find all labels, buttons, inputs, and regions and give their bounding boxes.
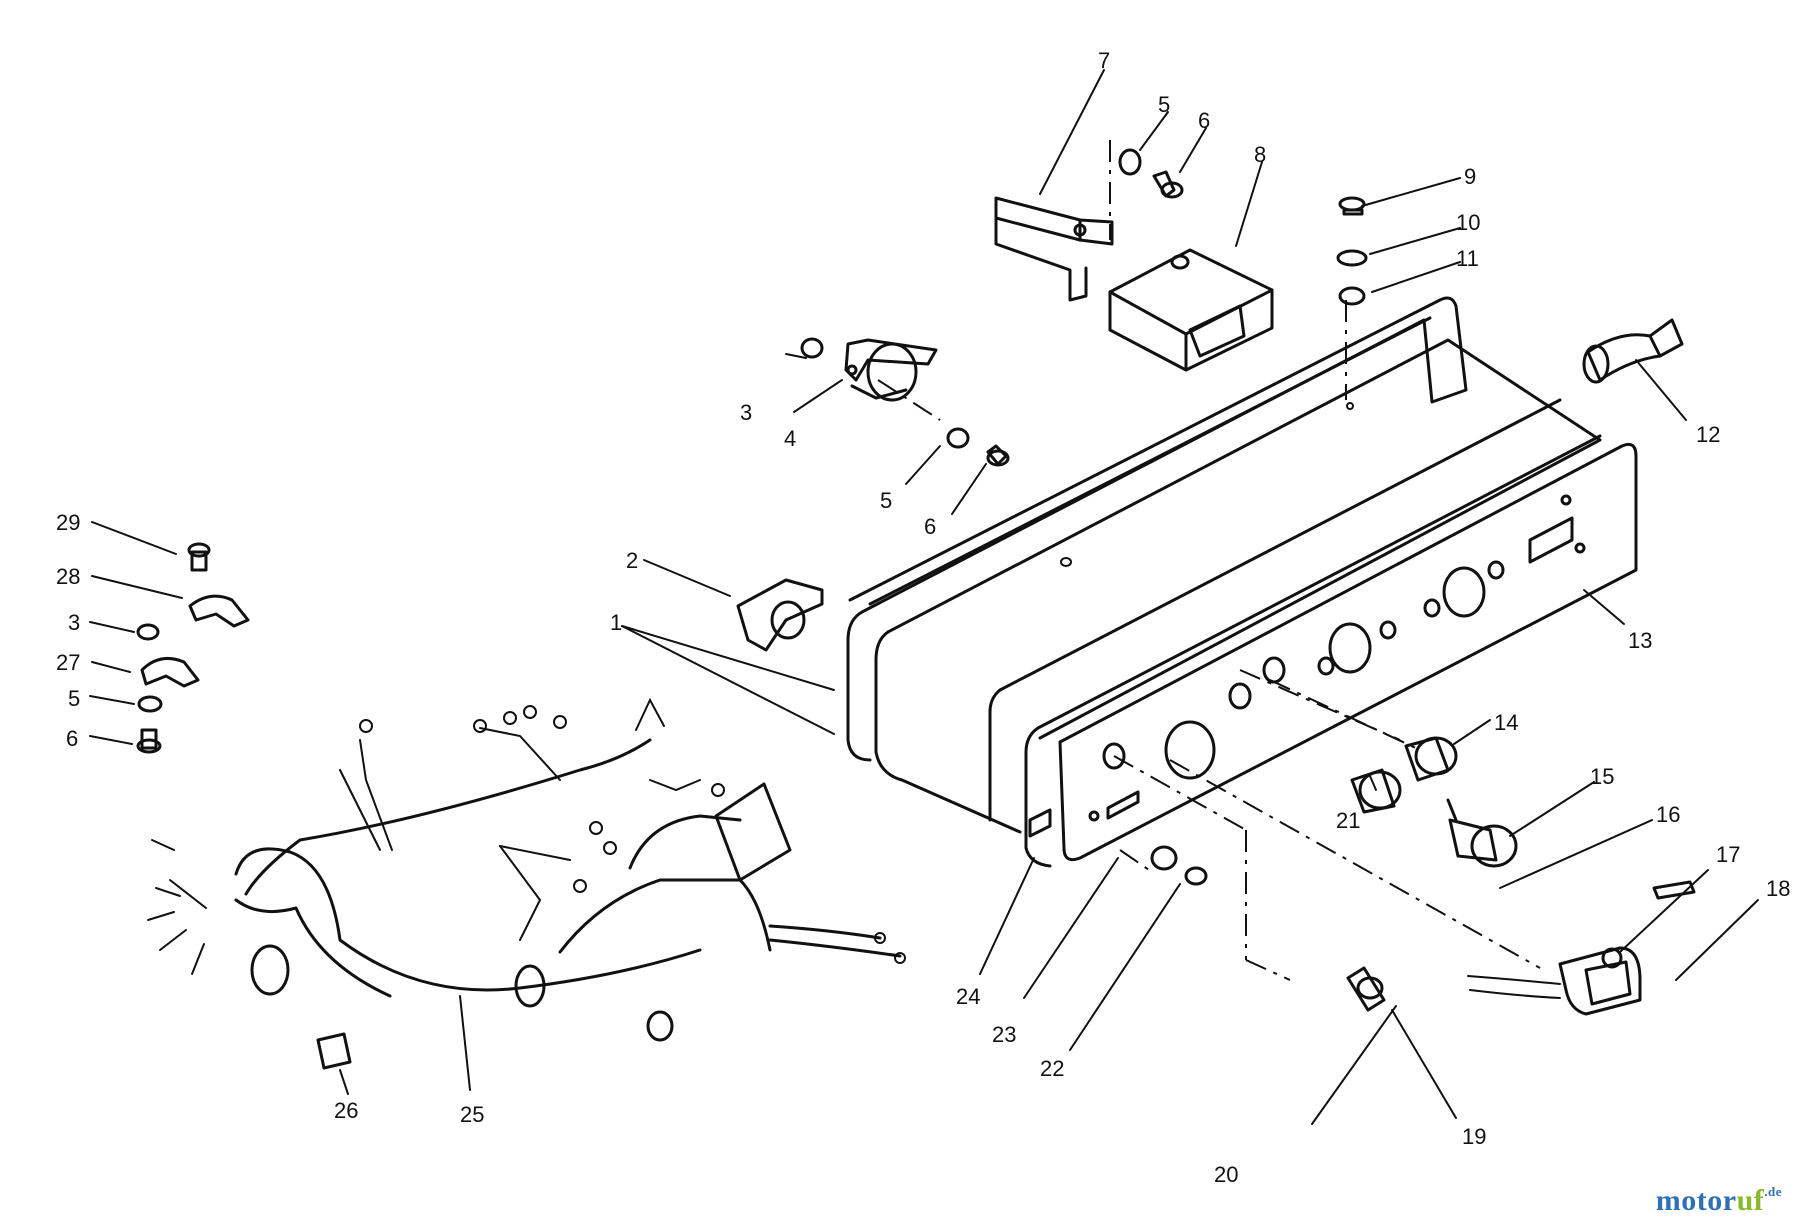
watermark-part1: motor <box>1655 1184 1737 1217</box>
callout-6-left: 6 <box>66 726 78 751</box>
callout-28: 28 <box>56 564 80 589</box>
connector-part <box>1582 318 1684 384</box>
callout-29: 29 <box>56 510 80 535</box>
callout-3-left: 3 <box>68 610 80 635</box>
callout-2: 2 <box>626 548 638 573</box>
watermark-suffix: .de <box>1764 1184 1782 1199</box>
callout-labels: 7 5 6 8 9 10 11 12 3 4 5 6 2 1 13 14 15 … <box>56 48 1790 1187</box>
panel-switches <box>1350 736 1696 1016</box>
switch-part <box>736 578 824 652</box>
left-column-hardware <box>136 542 250 754</box>
callout-22: 22 <box>1040 1056 1064 1081</box>
control-module <box>1108 248 1274 372</box>
callout-5-top: 5 <box>1158 92 1170 117</box>
callout-14: 14 <box>1494 710 1518 735</box>
watermark-logo: motoruf.de <box>1656 1184 1782 1218</box>
callout-6-mid: 6 <box>924 514 936 539</box>
callout-20: 20 <box>1214 1162 1238 1187</box>
callout-4: 4 <box>784 426 796 451</box>
callout-5-left: 5 <box>68 686 80 711</box>
callout-23: 23 <box>992 1022 1016 1047</box>
callout-26: 26 <box>334 1098 358 1123</box>
watermark-part2: uf <box>1736 1184 1765 1217</box>
callout-15: 15 <box>1590 764 1614 789</box>
callout-13: 13 <box>1628 628 1652 653</box>
callout-21: 21 <box>1336 808 1360 833</box>
callout-12: 12 <box>1696 422 1720 447</box>
assembly-lines <box>877 140 1541 981</box>
wire-harness <box>147 697 906 1070</box>
console-housing <box>846 296 1638 868</box>
callout-6-top: 6 <box>1198 108 1210 133</box>
callout-1: 1 <box>610 610 622 635</box>
callout-27: 27 <box>56 650 80 675</box>
callout-16: 16 <box>1656 802 1680 827</box>
leader-lines <box>89 69 1759 1125</box>
callout-19: 19 <box>1462 1124 1486 1149</box>
callout-25: 25 <box>460 1102 484 1127</box>
callout-24: 24 <box>956 984 980 1009</box>
callout-3-top: 3 <box>740 400 752 425</box>
solenoid-part <box>844 338 938 402</box>
callout-10: 10 <box>1456 210 1480 235</box>
callout-7: 7 <box>1098 48 1110 73</box>
callout-11: 11 <box>1456 246 1479 271</box>
callout-5-mid: 5 <box>880 488 892 513</box>
bracket-part <box>994 196 1114 302</box>
callout-8: 8 <box>1254 142 1266 167</box>
callout-17: 17 <box>1716 842 1740 867</box>
callout-18: 18 <box>1766 876 1790 901</box>
callout-9: 9 <box>1464 164 1476 189</box>
